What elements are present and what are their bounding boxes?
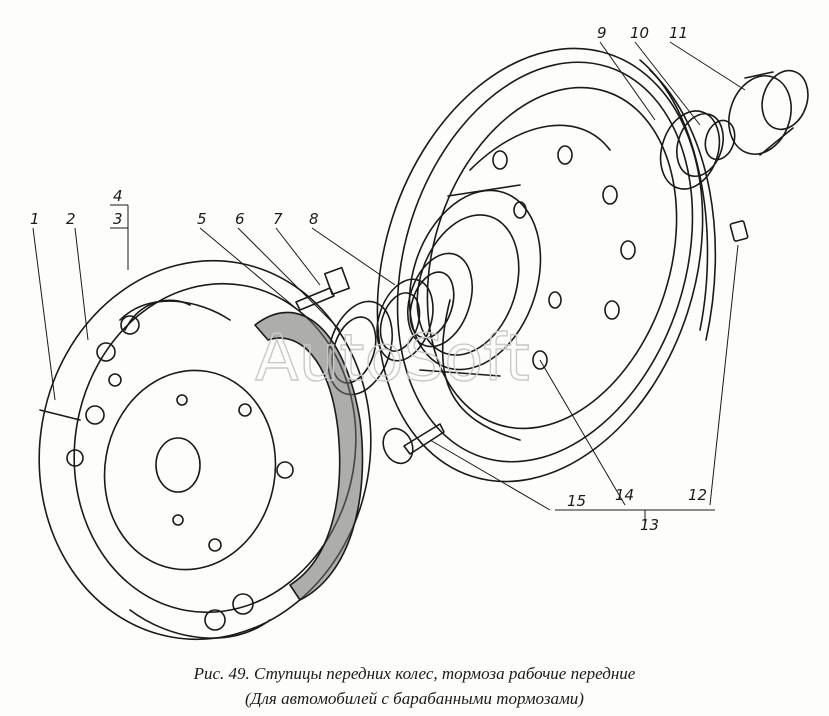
figure-caption-line-1: Рис. 49. Ступицы передних колес, тормоза…	[193, 664, 636, 683]
callout-11: 11	[669, 24, 688, 42]
callout-15: 15	[567, 492, 586, 510]
callout-4: 4	[113, 187, 123, 205]
stud-15	[382, 423, 445, 465]
figure-caption-line-2: (Для автомобилей с барабанными тормозами…	[245, 689, 584, 708]
callout-labels: 1 2 3 4 5 6 7 8 9 10 11 12 13 14 15	[30, 24, 707, 534]
callout-1: 1	[30, 210, 40, 228]
grease-fitting-12	[729, 220, 749, 242]
callout-8: 8	[309, 210, 319, 228]
watermark: AutoSoft	[255, 322, 530, 396]
callout-5: 5	[197, 210, 207, 228]
callout-13: 13	[640, 516, 659, 534]
brake-shoe-lining	[254, 311, 364, 601]
wheel-hub	[407, 184, 542, 377]
callout-12: 12	[688, 486, 707, 504]
nut-10	[704, 119, 736, 161]
callout-3: 3	[113, 210, 123, 228]
bolt-7	[295, 266, 351, 311]
callout-6: 6	[235, 210, 245, 228]
leader-lines	[32, 41, 746, 525]
hub-cap-11	[728, 69, 809, 156]
callout-7: 7	[273, 210, 283, 228]
bearing-9	[659, 110, 724, 190]
callout-14: 14	[615, 486, 634, 504]
callout-10: 10	[630, 24, 649, 42]
callout-9: 9	[597, 24, 607, 42]
callout-2: 2	[66, 210, 76, 228]
